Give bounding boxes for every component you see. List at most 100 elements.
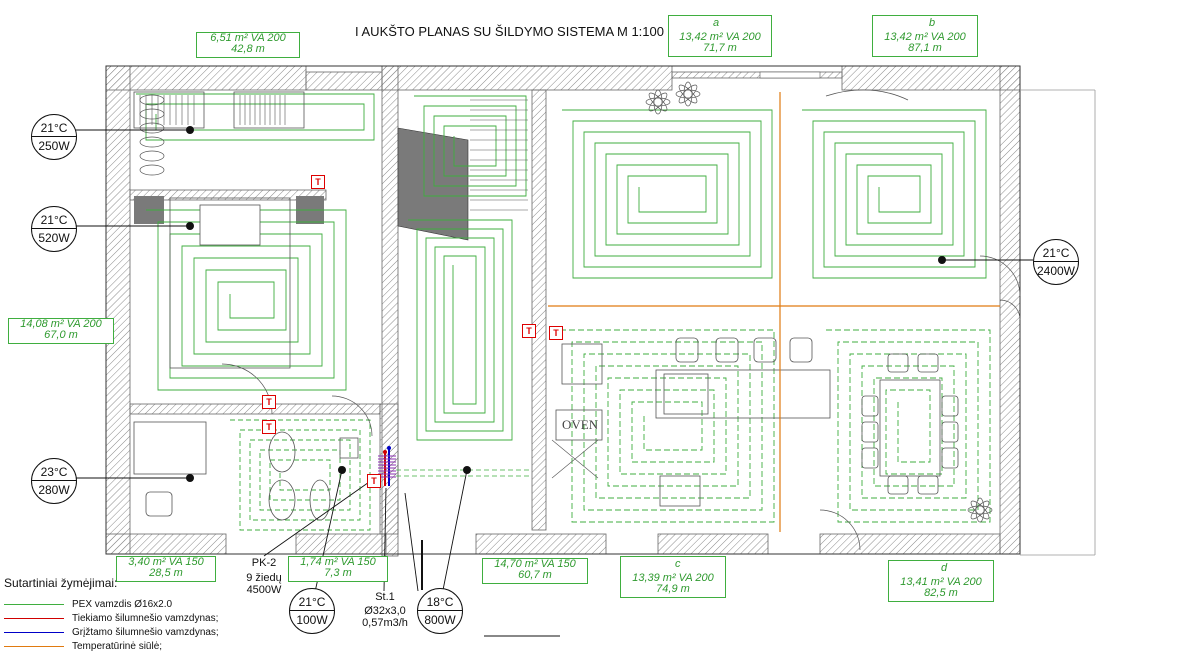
legend-label: PEX vamzdis Ø16x2.0 [72,599,173,610]
wall-segment [105,65,307,91]
hanger [139,164,165,176]
room-power: 800W [424,613,456,627]
leader-line [310,469,343,611]
zone-area: 14,70 m² VA 150 [494,558,576,570]
plan-title: I AUKŠTO PLANAS SU ŠILDYMO SISTEMA M 1:1… [355,24,664,39]
riser-flow: 0,57m3/h [362,617,408,629]
zone-tag: b [929,17,936,29]
thermostat-icon: T [522,324,536,338]
riser-pipe: Ø32x3,0 [364,605,406,617]
thermostat-icon: T [367,474,381,488]
zone-area: 3,40 m² VA 150 [128,556,204,568]
thermostat-icon: T [311,175,325,189]
dining-chair [861,447,879,469]
zone-length: 71,7 m [703,42,737,54]
room-temp: 21°C [298,595,326,609]
dining-chair [941,447,959,469]
window-arc [825,89,909,101]
closet-shelf [233,91,305,129]
legend-item-return: Grįžtamo šilumnešio vamzdynas; [4,627,384,638]
riser-name: St.1 [375,591,395,603]
leader-line [438,469,468,611]
riser-label: St.1 Ø32x3,0 0,57m3/h [360,591,410,629]
room-temp: 23°C [40,465,68,479]
wall-segment [305,71,383,91]
stool [715,337,739,363]
zone-area: 13,42 m² VA 200 [884,31,966,43]
washbasin [339,437,359,459]
zone-area: 13,42 m² VA 200 [679,31,761,43]
zone-length: 7,3 m [324,567,352,579]
dining-chair [941,395,959,417]
hanger [139,136,165,148]
wall-segment [841,65,1021,91]
leader-line [404,492,419,592]
zone-length: 42,8 m [231,43,265,55]
wall-segment [531,89,547,531]
wall-segment [129,189,327,201]
zone-area: 6,51 m² VA 200 [210,32,286,44]
bathtub [133,421,207,475]
stair-void [397,127,469,241]
cooktop [663,373,709,415]
plant-leaf [653,89,663,115]
toilet [145,491,173,517]
leader-dot [938,256,946,264]
thermostat-icon: T [549,326,563,340]
walls [105,65,1096,557]
heating-loop-hall [408,219,513,441]
heating-loop-stair [414,95,527,197]
zone-area: 13,41 m² VA 200 [900,576,982,588]
room-power: 2400W [1036,264,1076,278]
dining-chair [917,475,939,495]
heating-loop-a [562,109,773,279]
leader-dot [186,474,194,482]
sink [268,479,296,521]
wall-segment [105,533,227,555]
door-swing [331,395,373,437]
dining-chair [941,421,959,443]
heating-loop-bath [230,419,371,531]
dining-table [879,379,941,477]
plant-leaf [678,84,698,104]
thermostat-icon: T [262,420,276,434]
plant-leaf [648,92,668,112]
plant-leaf [645,97,671,107]
heating-loop-bedroom [146,209,347,391]
hanger [139,150,165,162]
legend-swatch [4,618,64,619]
leader-line [263,479,373,557]
heating-loop-b [802,109,987,279]
building-outline [105,65,1021,555]
room-temp: 18°C [426,595,454,609]
leader-dot [463,466,471,474]
wall-segment [819,533,1001,555]
leader-dot [338,466,346,474]
thermostat-icon: T [262,395,276,409]
room-power: 250W [38,139,70,153]
supply-valve [383,450,387,454]
wall-segment [105,65,131,555]
room-power: 100W [296,613,328,627]
leader-dot [186,126,194,134]
door-swing [999,299,1021,321]
toilet-2 [309,479,331,521]
kitchen-sink [659,475,701,507]
zone-tag: a [713,17,720,29]
door-swing [819,509,861,551]
legend-item-pex: PEX vamzdis Ø16x2.0 [4,599,384,610]
plant-leaf [975,497,985,523]
legend-title: Sutartiniai žymėjimai: [4,576,118,590]
dining-chair [887,353,909,373]
bed [169,197,291,369]
wall-segment [295,533,387,555]
manifold-label: PK-2 9 žiedų 4500W [242,557,286,596]
legend-label: Grįžtamo šilumnešio vamzdynas; [72,627,219,638]
